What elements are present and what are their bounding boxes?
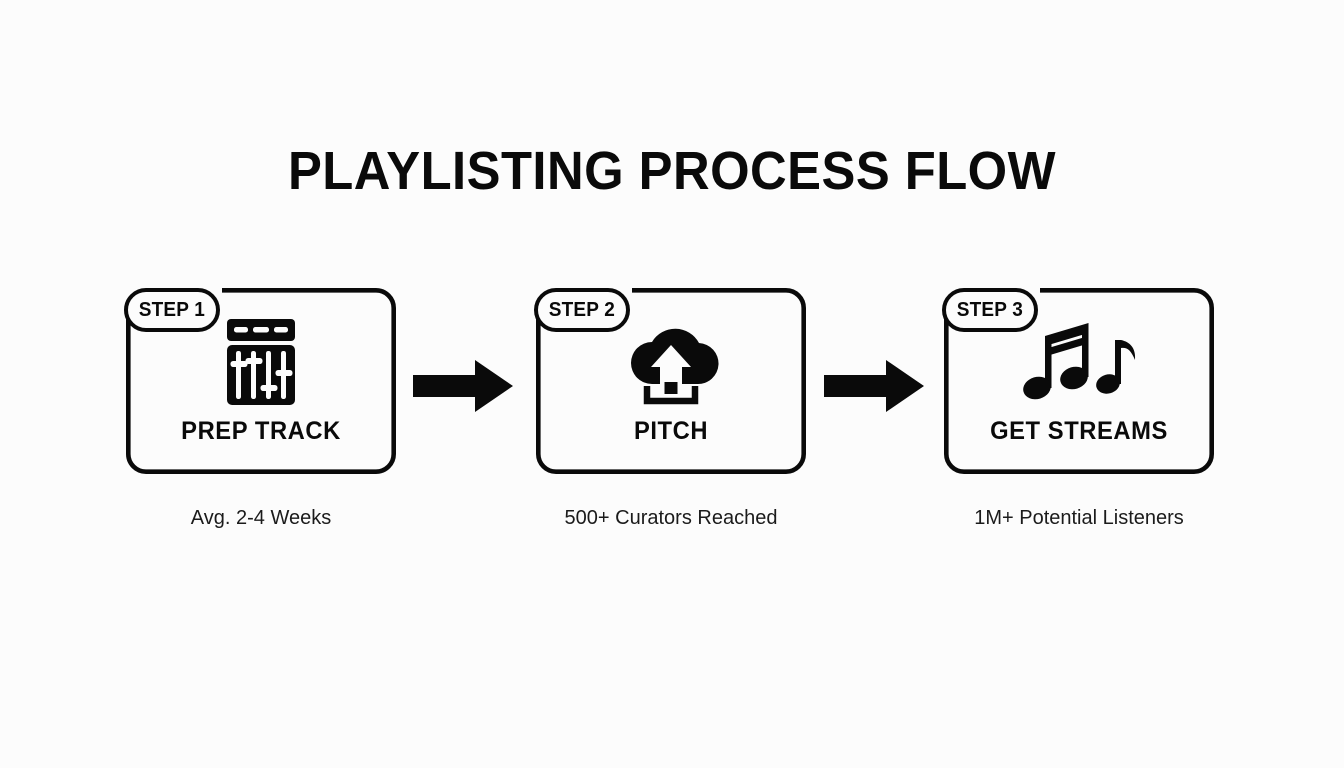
step-3-caption: 1M+ Potential Listeners bbox=[974, 507, 1184, 529]
step-3-card-border bbox=[944, 288, 1214, 474]
page-title: PLAYLISTING PROCESS FLOW bbox=[287, 141, 1057, 201]
process-flow-diagram: STEP 1 bbox=[0, 266, 1344, 556]
process-step-2[interactable]: STEP 2 PITCH 500+ Curators Reached bbox=[534, 266, 806, 528]
step-2-label: PITCH bbox=[633, 417, 709, 445]
step-2-badge: STEP 2 bbox=[534, 288, 630, 332]
step-2-card[interactable]: STEP 2 PITCH bbox=[534, 288, 806, 474]
step-1-card-border bbox=[126, 288, 396, 474]
process-step-3[interactable]: STEP 3 bbox=[942, 266, 1214, 528]
step-2-badge-label: STEP 2 bbox=[548, 299, 616, 321]
arrow-step1-to-step2 bbox=[413, 360, 513, 412]
step-1-badge: STEP 1 bbox=[124, 288, 220, 332]
mixer-faders-icon bbox=[126, 314, 396, 410]
step-3-badge-label: STEP 3 bbox=[956, 299, 1024, 321]
step-2-card-border bbox=[536, 288, 806, 474]
step-3-label: GET STREAMS bbox=[990, 417, 1168, 445]
step-3-card[interactable]: STEP 3 bbox=[942, 288, 1214, 474]
step-1-card[interactable]: STEP 1 bbox=[124, 288, 396, 474]
step-2-caption: 500+ Curators Reached bbox=[564, 507, 778, 529]
music-notes-icon bbox=[944, 314, 1214, 410]
process-step-1[interactable]: STEP 1 bbox=[124, 266, 396, 528]
step-1-caption: Avg. 2-4 Weeks bbox=[190, 507, 332, 529]
arrow-step2-to-step3 bbox=[824, 360, 924, 412]
step-1-badge-label: STEP 1 bbox=[138, 299, 206, 321]
step-1-label: PREP TRACK bbox=[181, 417, 341, 445]
step-3-badge: STEP 3 bbox=[942, 288, 1038, 332]
cloud-upload-icon bbox=[536, 314, 806, 410]
